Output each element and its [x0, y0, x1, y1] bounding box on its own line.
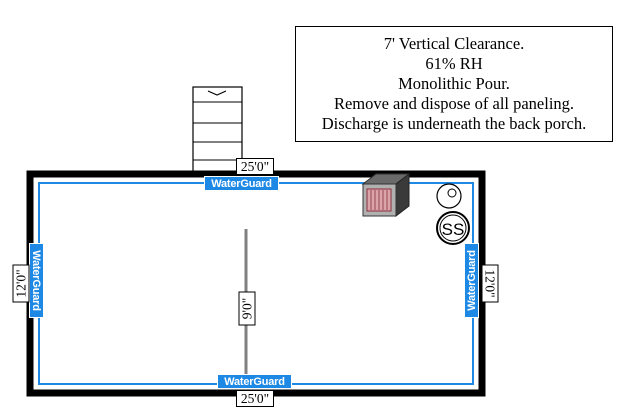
waterguard-label-left: WaterGuard	[29, 243, 44, 318]
dimension-beam: 9'0"	[238, 291, 256, 326]
foundation-wall	[26, 170, 486, 397]
stairs	[192, 86, 243, 176]
sump-pump-label: SS	[442, 220, 465, 239]
dimension-right: 12'0"	[481, 264, 499, 303]
note-pour-type: Monolithic Pour.	[398, 74, 510, 93]
notes-box: 7' Vertical Clearance. 61% RH Monolithic…	[295, 26, 613, 142]
note-paneling: Remove and dispose of all paneling.	[333, 94, 575, 113]
dimension-bottom: 25'0"	[236, 390, 274, 407]
dimension-top: 25'0"	[236, 158, 274, 175]
sump-pump-icon	[436, 211, 470, 245]
note-vertical-clearance: 7' Vertical Clearance.	[383, 34, 525, 53]
waterguard-label-bottom: WaterGuard	[217, 374, 292, 389]
stairs-arrow-icon	[207, 90, 227, 96]
waterguard-label-top: WaterGuard	[204, 176, 279, 191]
dimension-left: 12'0"	[12, 264, 30, 303]
note-discharge: Discharge is underneath the back porch.	[321, 114, 587, 133]
water-heater-icon	[436, 183, 462, 209]
furnace-icon	[361, 172, 411, 218]
waterguard-label-right: WaterGuard	[464, 243, 479, 318]
note-humidity: 61% RH	[425, 54, 483, 73]
